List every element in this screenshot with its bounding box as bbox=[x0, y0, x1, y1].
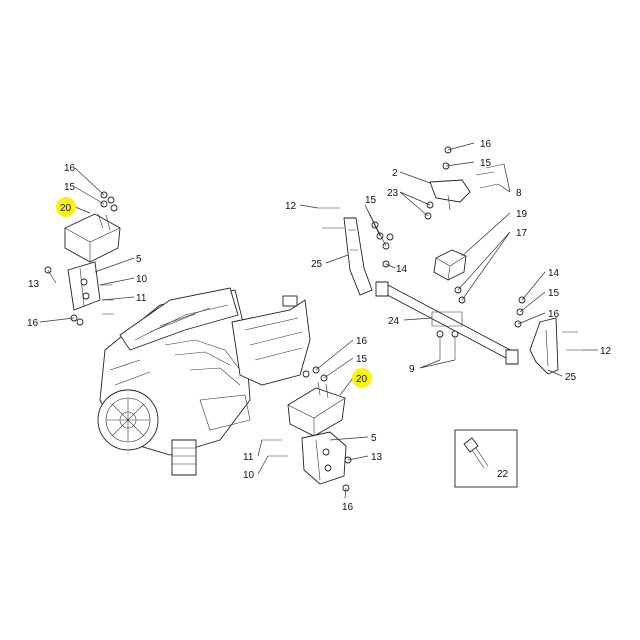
crossmember bbox=[375, 281, 519, 365]
callout-22-inset: 22 bbox=[497, 469, 509, 480]
engine-mount-right bbox=[433, 249, 467, 304]
callout-24-right: 24 bbox=[388, 316, 400, 327]
callout-10-left: 10 bbox=[136, 274, 148, 285]
highlight-marker bbox=[56, 197, 76, 217]
callout-16-left: 16 bbox=[27, 318, 39, 329]
callout-13-bottom: 13 bbox=[371, 452, 383, 463]
callout-11-left: 11 bbox=[136, 293, 147, 304]
engine-mount-left bbox=[64, 213, 121, 263]
callout-9-right: 9 bbox=[409, 364, 415, 375]
callout-11-bottom: 11 bbox=[243, 452, 254, 463]
callout-20-center: 20 bbox=[356, 374, 368, 385]
callout-15-center: 15 bbox=[356, 354, 368, 365]
callout-14-right: 14 bbox=[548, 268, 560, 279]
bolts-lower-middle bbox=[436, 330, 459, 360]
highlight-marker bbox=[352, 368, 372, 388]
callout-20-top-left: 20 bbox=[60, 203, 72, 214]
bracket-right bbox=[514, 296, 582, 375]
callout-16-top-right: 16 bbox=[480, 139, 492, 150]
callout-16-center: 16 bbox=[356, 336, 368, 347]
fasteners-left bbox=[44, 191, 118, 326]
callout-15-right: 15 bbox=[548, 288, 560, 299]
bracket-bottom bbox=[262, 431, 352, 492]
callout-5-bottom: 5 bbox=[371, 433, 377, 444]
callout-10-bottom: 10 bbox=[243, 470, 255, 481]
callout-15-top-right: 15 bbox=[480, 158, 492, 169]
callout-16-bottom: 16 bbox=[342, 502, 354, 513]
callout-17-right: 17 bbox=[516, 228, 528, 239]
callout-15-top-left: 15 bbox=[64, 182, 76, 193]
callout-5-left: 5 bbox=[136, 254, 142, 265]
callout-8-top-right: 8 bbox=[516, 188, 522, 199]
callout-labels: 16 15 20 5 13 10 11 16 12 15 25 14 16 15… bbox=[27, 139, 612, 513]
callout-25-right: 25 bbox=[565, 372, 577, 383]
callout-14-middle: 14 bbox=[396, 264, 408, 275]
callout-12-middle: 12 bbox=[285, 201, 297, 212]
bracket-top-right bbox=[424, 146, 505, 220]
engine-assembly bbox=[97, 287, 311, 476]
mount-bracket-left bbox=[67, 261, 101, 311]
callout-25-middle: 25 bbox=[311, 259, 323, 270]
callout-19-right: 19 bbox=[516, 209, 528, 220]
callout-16-top-left: 16 bbox=[64, 163, 76, 174]
engine-mount-center bbox=[287, 366, 346, 437]
callout-16-right: 16 bbox=[548, 309, 560, 320]
callout-13-left: 13 bbox=[28, 279, 40, 290]
callout-23-top-right: 23 bbox=[387, 188, 399, 199]
callout-2-top-right: 2 bbox=[392, 168, 398, 179]
inset-bolt-box bbox=[454, 429, 518, 488]
callout-12-right: 12 bbox=[600, 346, 612, 357]
callout-15-middle: 15 bbox=[365, 195, 377, 206]
leader-lines bbox=[39, 142, 598, 499]
